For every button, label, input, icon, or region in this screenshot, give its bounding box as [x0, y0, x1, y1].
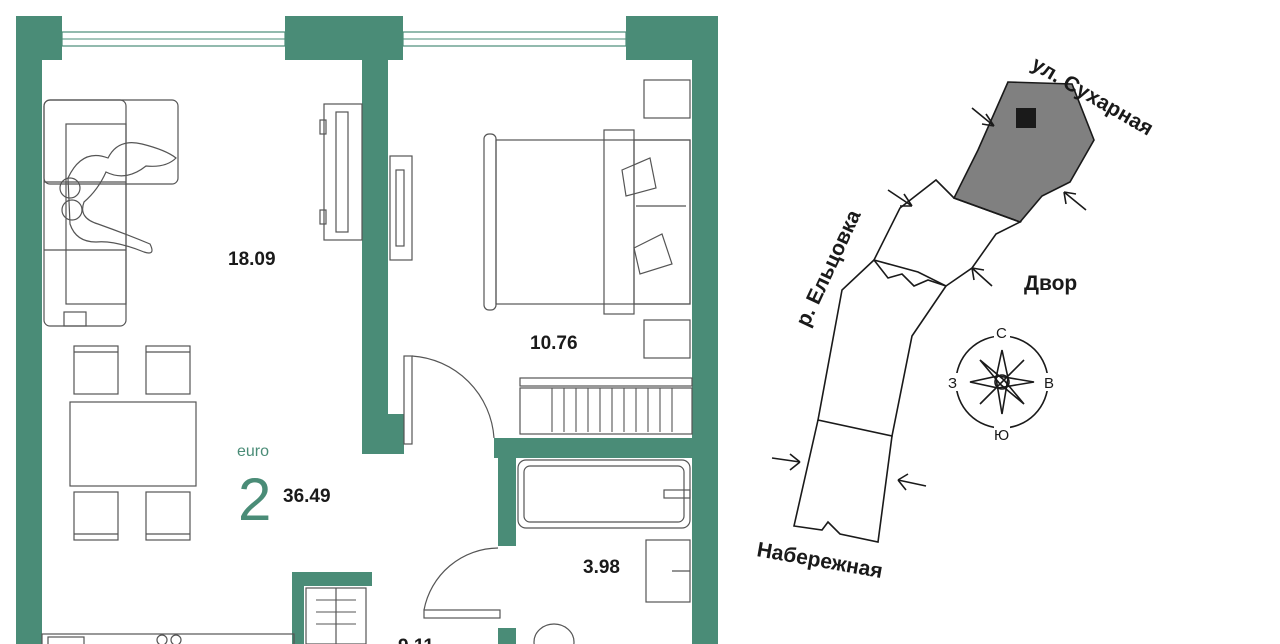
kitchen: [41, 633, 295, 644]
doors: [403, 355, 501, 619]
bed: [483, 79, 691, 359]
sofa: [43, 99, 179, 327]
radiator-hall: [305, 587, 367, 644]
walls: [16, 16, 718, 644]
compass-north: С: [996, 325, 1007, 342]
apartment-marker: [1016, 108, 1036, 128]
dining-table: [69, 345, 197, 541]
compass-icon: С Ю З В: [946, 324, 1058, 444]
toilet: [500, 623, 575, 644]
area-hall: 9.11: [398, 636, 434, 644]
building-highlight: [952, 81, 1095, 223]
total-area: 36.49: [283, 486, 331, 507]
windows: [61, 31, 627, 47]
floor-plan: 18.09 10.76 3.98 9.11 euro 2 36.49: [16, 16, 718, 644]
radiator-bedroom: [519, 377, 693, 435]
bathtub: [517, 459, 691, 529]
yard-label: Двор: [1024, 272, 1077, 295]
section-3: [793, 419, 893, 543]
section-1: [872, 178, 1023, 287]
area-bathroom: 3.98: [583, 557, 620, 578]
entrance-arrows: [771, 107, 1087, 491]
sink: [645, 539, 691, 603]
area-living: 18.09: [228, 249, 276, 270]
compass-east: В: [1044, 375, 1054, 392]
compass-south: Ю: [994, 427, 1009, 444]
tv-bedroom: [389, 155, 413, 261]
site-plan: ул. Сухарная р. Ельцовка Двор Набережная…: [755, 52, 1157, 583]
tv-living: [319, 103, 363, 241]
section-2: [817, 259, 947, 437]
compass-west: З: [948, 375, 957, 392]
apartment-type-number: 2: [238, 466, 271, 533]
river-label: р. Ельцовка: [792, 206, 866, 330]
apartment-type-prefix: euro: [237, 443, 269, 460]
embankment-label: Набережная: [755, 538, 884, 583]
area-bedroom: 10.76: [530, 333, 578, 354]
